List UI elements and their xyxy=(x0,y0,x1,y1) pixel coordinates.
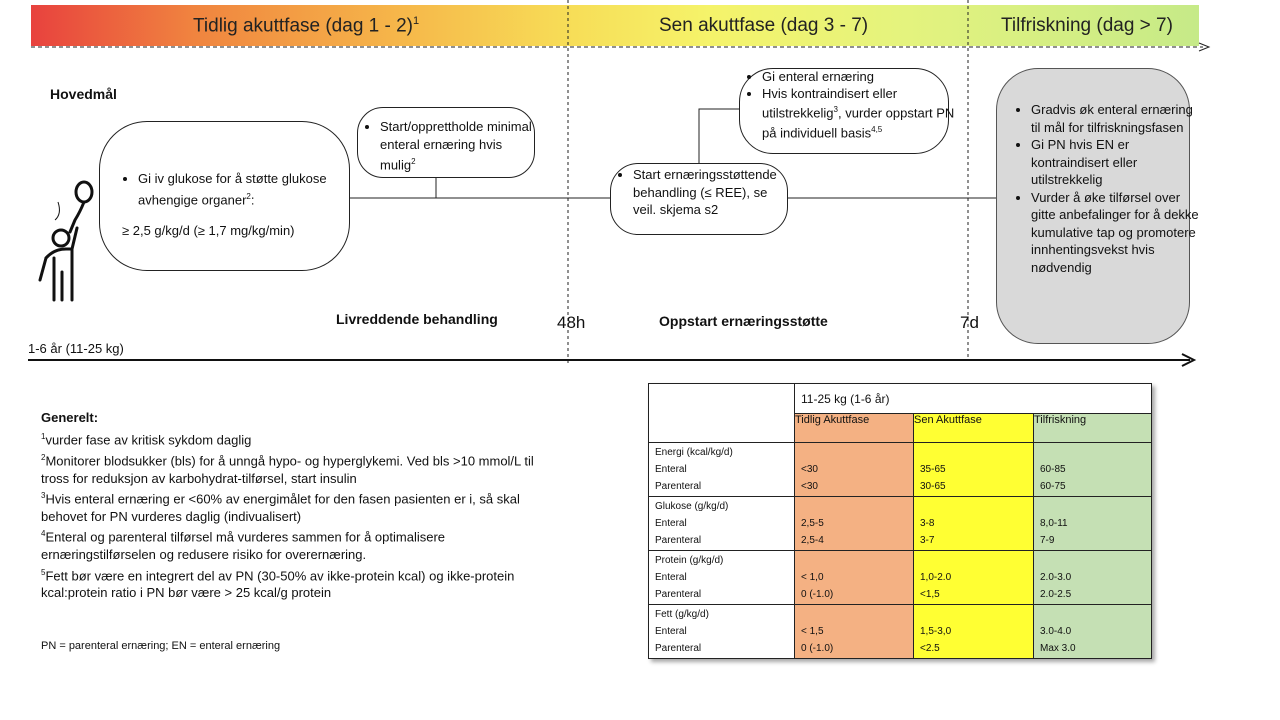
value: Max 3.0 xyxy=(1040,643,1076,654)
value: 7-9 xyxy=(1040,535,1055,546)
value: 2.0-2.5 xyxy=(1040,589,1072,600)
value-cell: < 1,5 0 (-1.0) xyxy=(794,604,914,659)
value: 0 (-1.0) xyxy=(801,643,834,654)
minimal-enteral-bullet: Start/opprettholde minimal enteral ernær… xyxy=(380,118,540,174)
value: <1,5 xyxy=(920,589,940,600)
start-support-box: Start ernæringsstøttende behandling (≤ R… xyxy=(610,163,788,235)
value: <30 xyxy=(801,481,818,492)
general-notes: Generelt: 1vurder fase av kritisk sykdom… xyxy=(41,409,561,602)
lifesaving-label: Livreddende behandling xyxy=(336,311,498,327)
value-cell: 1,5-3,0 <2.5 xyxy=(913,604,1034,659)
value: 30-65 xyxy=(920,481,946,492)
value: 3-7 xyxy=(920,535,935,546)
recovery-bullet-2: Gi PN hvis EN er kontraindisert eller ut… xyxy=(1031,136,1201,189)
value-cell: 1,0-2.0 <1,5 xyxy=(913,550,1034,605)
value-cell: 60-85 60-75 xyxy=(1033,442,1152,497)
row-label: Parenteral xyxy=(655,535,702,546)
value-cell: 35-65 30-65 xyxy=(913,442,1034,497)
note-4: 4Enteral og parenteral tilførsel må vurd… xyxy=(41,529,446,563)
value: 2.0-3.0 xyxy=(1040,572,1072,583)
value: 1,0-2.0 xyxy=(920,572,952,583)
col-header-early: Tidlig Akuttfase xyxy=(794,413,914,443)
value-cell: <30 <30 xyxy=(794,442,914,497)
row-label: Parenteral xyxy=(655,589,702,600)
value: 1,5-3,0 xyxy=(920,626,952,637)
note-5: 5Fett bør være en integrert del av PN (3… xyxy=(41,567,515,601)
value: <30 xyxy=(801,464,818,475)
nutrition-table: 11-25 kg (1-6 år) Tidlig Akuttfase Sen A… xyxy=(648,383,1152,659)
give-enteral-bullet: Gi enteral ernæring xyxy=(762,69,957,86)
give-enteral-box: Gi enteral ernæring Hvis kontraindisert … xyxy=(739,68,954,154)
main-goal-label: Hovedmål xyxy=(50,86,117,102)
48h-label: 48h xyxy=(557,313,586,332)
table-corner xyxy=(648,383,795,443)
section-title: Protein (g/kg/d) xyxy=(655,555,724,566)
glucose-goal-box: Gi iv glukose for å støtte glukose avhen… xyxy=(99,121,350,271)
value-cell: 2.0-3.0 2.0-2.5 xyxy=(1033,550,1152,605)
start-support-label: Oppstart ernæringsstøtte xyxy=(659,313,828,329)
value: <2.5 xyxy=(920,643,940,654)
value: < 1,0 xyxy=(801,572,824,583)
value-cell: 8,0-11 7-9 xyxy=(1033,496,1152,551)
phase-recovery: Tilfriskning (dag > 7) xyxy=(1001,15,1173,36)
col-header-late: Sen Akuttfase xyxy=(913,413,1034,443)
note-3: 3Hvis enteral ernæring er <60% av energi… xyxy=(41,491,520,525)
note-1: 1vurder fase av kritisk sykdom daglig xyxy=(41,432,252,448)
phase-bar xyxy=(31,5,1199,46)
phase-early-acute: Tidlig akuttfase (dag 1 - 2)1 xyxy=(193,15,420,37)
col-header-recovery: Tilfriskning xyxy=(1033,413,1152,443)
row-label: Enteral xyxy=(655,464,687,475)
value: 8,0-11 xyxy=(1040,518,1068,529)
recovery-bullet-3: Vurder å øke tilførsel over gitte anbefa… xyxy=(1031,189,1201,277)
start-support-bullet: Start ernæringsstøttende behandling (≤ R… xyxy=(633,166,793,219)
value: 60-75 xyxy=(1040,481,1066,492)
section-title: Glukose (g/kg/d) xyxy=(655,501,729,512)
value: 3-8 xyxy=(920,518,935,529)
minimal-enteral-box: Start/opprettholde minimal enteral ernær… xyxy=(357,107,535,178)
value-cell: 2,5-5 2,5-4 xyxy=(794,496,914,551)
value: 2,5-4 xyxy=(801,535,824,546)
row-label: Parenteral xyxy=(655,643,702,654)
section-title: Energi (kcal/kg/d) xyxy=(655,447,733,458)
recovery-box: Gradvis øk enteral ernæring til mål for … xyxy=(996,68,1199,344)
glucose-goal-bullet: Gi iv glukose for å støtte glukose avhen… xyxy=(138,170,350,208)
section-title: Fett (g/kg/d) xyxy=(655,609,709,620)
recovery-bullet-1: Gradvis øk enteral ernæring til mål for … xyxy=(1031,101,1201,136)
note-2: 2Monitorer blodsukker (bls) for å unngå … xyxy=(41,453,534,486)
abbreviations: PN = parenteral ernæring; EN = enteral e… xyxy=(41,640,281,652)
glucose-dose: ≥ 2,5 g/kg/d (≥ 1,7 mg/kg/min) xyxy=(122,223,295,238)
value: 0 (-1.0) xyxy=(801,589,834,600)
phase-late-acute: Sen akuttfase (dag 3 - 7) xyxy=(659,15,869,36)
value: 35-65 xyxy=(920,464,946,475)
value-cell: < 1,0 0 (-1.0) xyxy=(794,550,914,605)
row-label: Enteral xyxy=(655,572,687,583)
row-label: Parenteral xyxy=(655,481,702,492)
age-weight-label: 1-6 år (11-25 kg) xyxy=(28,341,124,356)
value-cell: 3-8 3-7 xyxy=(913,496,1034,551)
notes-heading: Generelt: xyxy=(41,410,99,425)
table-group-header: 11-25 kg (1-6 år) xyxy=(794,383,1152,414)
child-balloon-icon xyxy=(38,180,94,302)
row-label: Enteral xyxy=(655,626,687,637)
value: 60-85 xyxy=(1040,464,1066,475)
row-label: Enteral xyxy=(655,518,687,529)
7d-label: 7d xyxy=(960,313,979,332)
value: < 1,5 xyxy=(801,626,824,637)
value: 2,5-5 xyxy=(801,518,824,529)
pn-consider-bullet: Hvis kontraindisert eller utilstrekkelig… xyxy=(762,86,957,142)
value: 3.0-4.0 xyxy=(1040,626,1072,637)
